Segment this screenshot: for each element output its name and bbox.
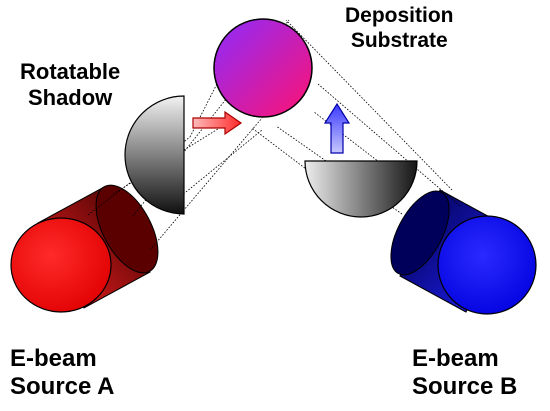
source-a-cylinder (10, 184, 159, 313)
arrow-right-icon (192, 110, 243, 136)
source-a-label: E-beam Source A (10, 345, 114, 402)
rotatable-shadow-label: Rotatable Shadow (20, 59, 120, 111)
rotatable-shadow-a (124, 95, 185, 215)
rotatable-shadow-label-line1: Rotatable (20, 59, 121, 84)
source-a-label-line2: Source A (10, 373, 115, 401)
deposition-substrate-label: Deposition Substrate (345, 4, 454, 54)
source-b-cylinder (390, 189, 537, 315)
source-b-label-line1: E-beam (412, 345, 499, 372)
rotatable-shadow-label-line2: Shadow (27, 84, 113, 110)
source-a-label-line1: E-beam (10, 345, 97, 372)
deposition-substrate-sphere (213, 18, 313, 118)
arrow-up-icon (323, 102, 351, 154)
deposition-substrate-label-line2: Substrate (350, 28, 448, 52)
deposition-substrate-label-line1: Deposition (345, 4, 454, 27)
source-b-label-line2: Source B (412, 373, 518, 401)
source-b-label: E-beam Source B (412, 345, 517, 402)
rotatable-shadow-b (304, 160, 418, 218)
